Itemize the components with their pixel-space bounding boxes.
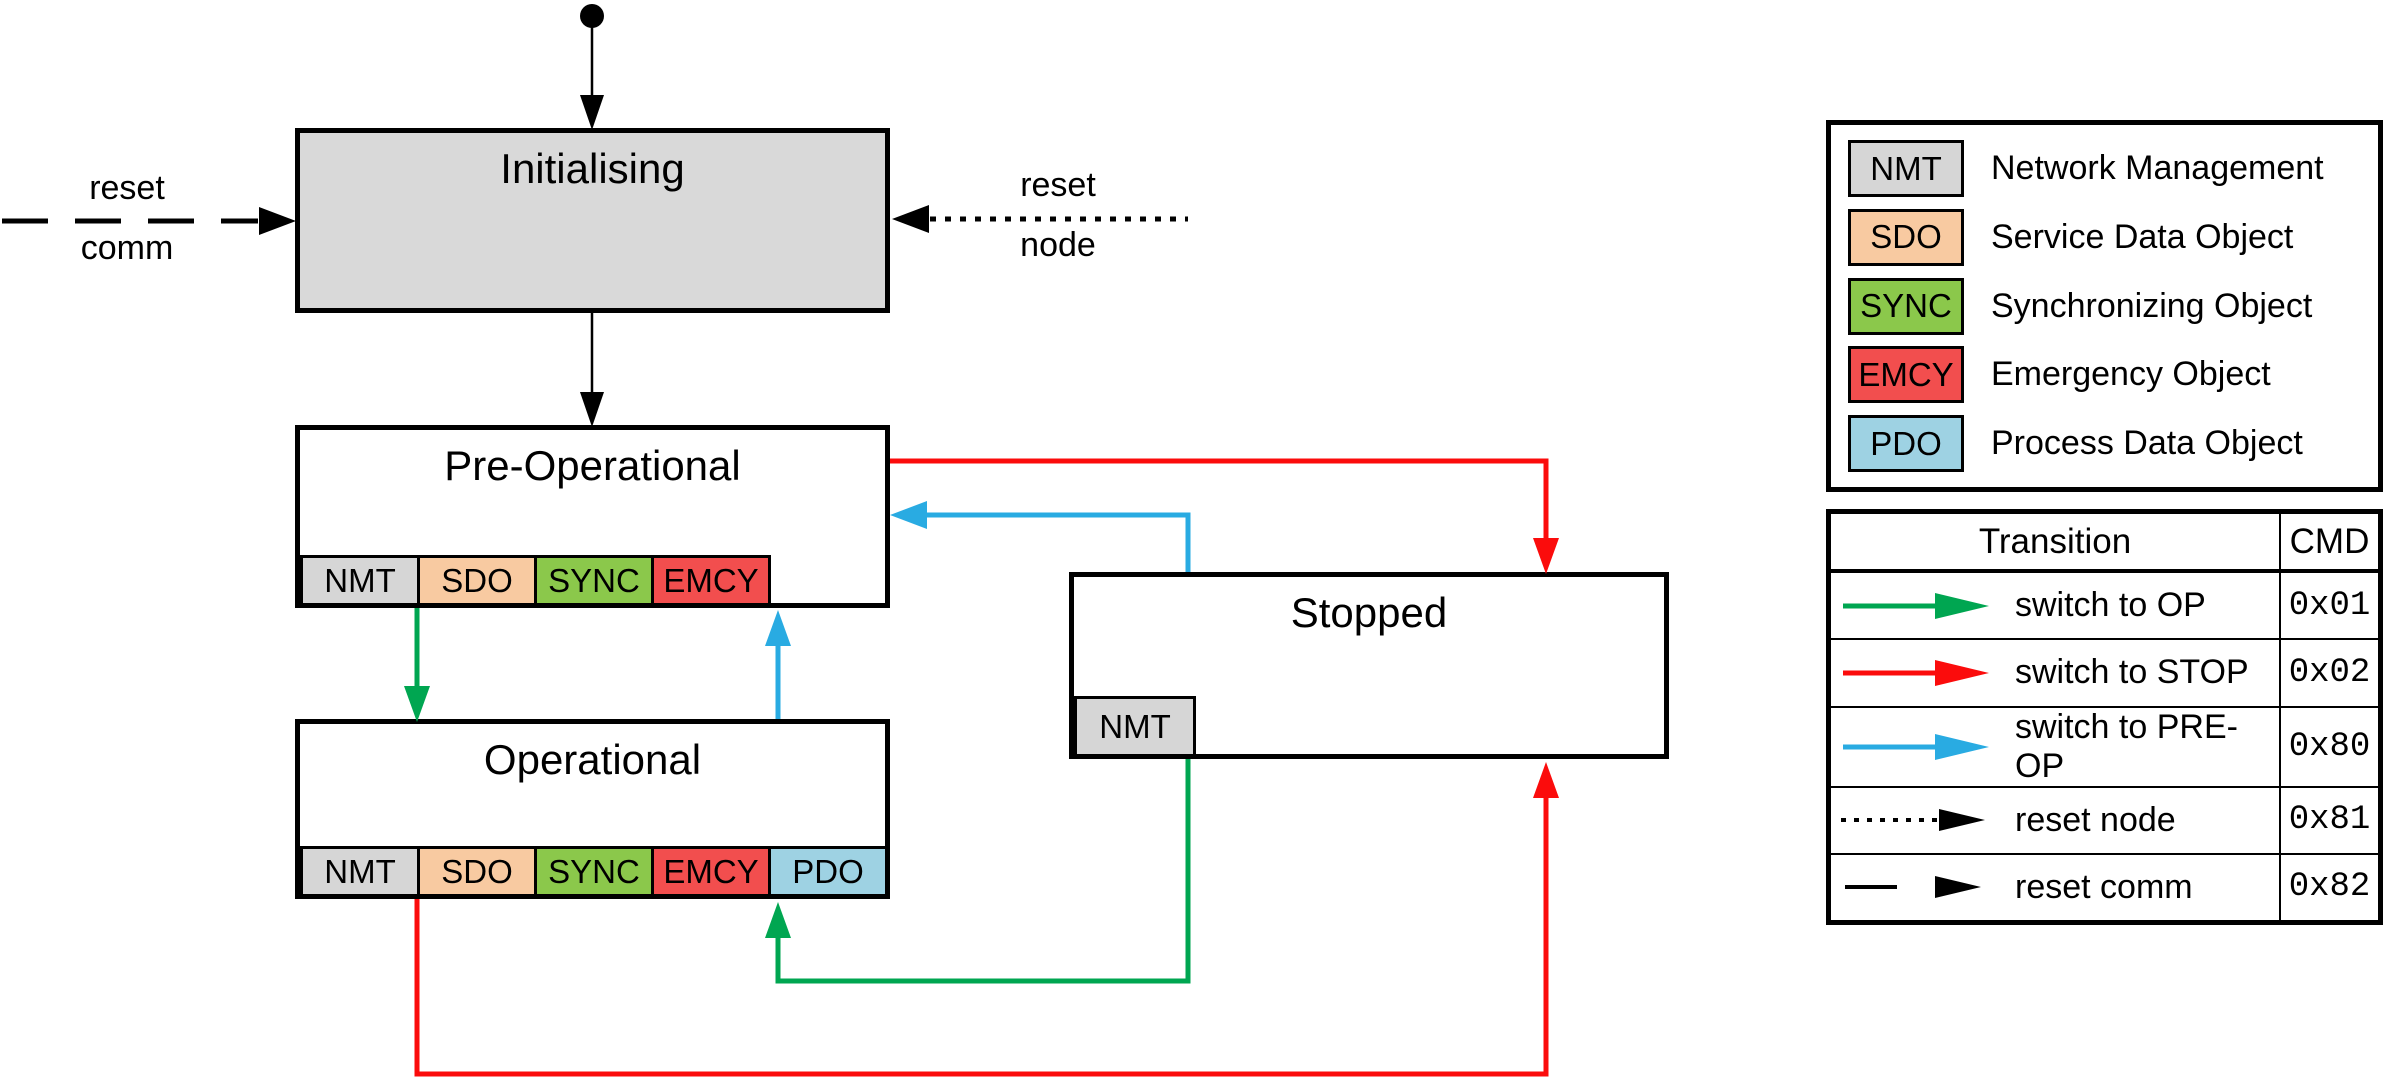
reset-comm-label-line2: comm <box>80 229 174 267</box>
state-stopped-title: Stopped <box>1290 589 1448 636</box>
reset-node-label-line2: node <box>1020 226 1096 264</box>
legend-item-sync: SYNC Synchronizing Object <box>1848 277 2361 335</box>
legend-label: Network Management <box>1991 149 2324 187</box>
tag-chip-sdo: SDO <box>417 555 537 603</box>
tag-chip-sdo: SDO <box>417 846 537 894</box>
cmd-column-header: CMD <box>2279 514 2378 569</box>
dotted-black-arrow <box>1841 809 1985 832</box>
transition-cell: reset node <box>1831 788 2279 853</box>
edge-switch-to-stop-preop-to-stopped <box>890 458 1559 574</box>
legend-item-sdo: SDO Service Data Object <box>1848 208 2361 266</box>
tag-chip-sync: SYNC <box>534 555 654 603</box>
green-arrowhead-icon <box>765 902 791 938</box>
transition-cell: switch to PRE-OP <box>1831 708 2279 786</box>
tag-chip-sync: SYNC <box>1848 277 1964 335</box>
initial-state-dot <box>580 4 604 28</box>
blue-arrowhead-icon <box>765 610 791 646</box>
legend-label: Emergency Object <box>1991 355 2271 394</box>
red-arrow <box>1843 659 1989 686</box>
transition-cell: switch to STOP <box>1831 640 2279 705</box>
transition-label: reset node <box>2015 800 2176 839</box>
transition-table-header: Transition CMD <box>1831 514 2378 573</box>
reset-node-label-line1: reset <box>1020 166 1096 204</box>
cmd-value: 0x01 <box>2279 573 2378 639</box>
state-stopped: Stopped NMT <box>1069 572 1669 759</box>
tag-chip-pdo: PDO <box>1848 415 1964 472</box>
state-initialising: Initialising <box>295 128 890 313</box>
transition-row: reset comm 0x82 <box>1831 852 2378 920</box>
edge-initialising-to-preoperational <box>580 313 604 427</box>
tag-chip-pdo: PDO <box>768 846 888 894</box>
tag-chip-sdo: SDO <box>1848 208 1964 266</box>
transition-row: switch to PRE-OP 0x80 <box>1831 705 2378 786</box>
tag-chip-nmt: NMT <box>300 555 420 603</box>
tag-chip-nmt: NMT <box>1848 140 1964 197</box>
tag-chip-emcy: EMCY <box>1848 346 1964 404</box>
transition-label: switch to OP <box>2015 586 2206 625</box>
stopped-tag-row: NMT <box>1074 696 1196 754</box>
dashed-black-arrow <box>1845 876 1981 899</box>
legend-label: Service Data Object <box>1991 217 2294 256</box>
cmd-value: 0x81 <box>2279 787 2378 853</box>
initial-state-entry <box>580 4 604 130</box>
tag-chip-nmt: NMT <box>300 846 420 894</box>
legend-label: Synchronizing Object <box>1991 286 2313 325</box>
state-operational-title: Operational <box>483 736 702 783</box>
reset-comm-label-line1: reset <box>89 169 165 207</box>
state-pre-operational-title: Pre-Operational <box>444 442 741 489</box>
green-arrowhead-icon <box>404 686 430 722</box>
legend-item-pdo: PDO Process Data Object <box>1848 415 2361 472</box>
transition-row: switch to STOP 0x02 <box>1831 638 2378 706</box>
cmd-value: 0x82 <box>2279 854 2378 920</box>
blue-arrowhead-icon <box>890 501 927 529</box>
edge-switch-to-preop-stopped-to-preop <box>890 501 1191 572</box>
legend-item-emcy: EMCY Emergency Object <box>1848 346 2361 404</box>
red-arrowhead-icon <box>1533 762 1559 798</box>
transition-label: reset comm <box>2015 867 2193 906</box>
green-arrow <box>1843 592 1989 619</box>
tag-chip-sync: SYNC <box>534 846 654 894</box>
tag-chip-emcy: EMCY <box>651 846 771 894</box>
black-arrowhead-icon <box>580 392 604 427</box>
tag-chip-emcy: EMCY <box>651 555 771 603</box>
legend-item-nmt: NMT Network Management <box>1848 140 2361 197</box>
blue-arrow <box>1843 733 1989 760</box>
state-initialising-title: Initialising <box>500 145 685 192</box>
legend-label: Process Data Object <box>1991 424 2303 462</box>
red-arrowhead-icon <box>1533 538 1559 574</box>
edge-switch-to-preop-oper-to-preop <box>765 610 791 719</box>
tag-chip-nmt: NMT <box>1074 696 1196 754</box>
cmd-value: 0x02 <box>2279 640 2378 706</box>
transition-row: reset node 0x81 <box>1831 785 2378 853</box>
black-arrowhead-icon <box>892 205 929 233</box>
black-arrowhead-icon <box>259 207 296 235</box>
black-arrowhead-icon <box>580 95 604 130</box>
transition-label: switch to PRE-OP <box>2015 707 2238 785</box>
edge-switch-to-op-preop-to-oper <box>404 608 430 722</box>
transition-column-header: Transition <box>1978 521 2132 561</box>
cmd-value: 0x80 <box>2279 707 2378 786</box>
transition-cell: reset comm <box>1831 855 2279 920</box>
transition-row: switch to OP 0x01 <box>1831 573 2378 639</box>
transition-cell: switch to OP <box>1831 573 2279 638</box>
transition-label: switch to STOP <box>2015 653 2249 692</box>
